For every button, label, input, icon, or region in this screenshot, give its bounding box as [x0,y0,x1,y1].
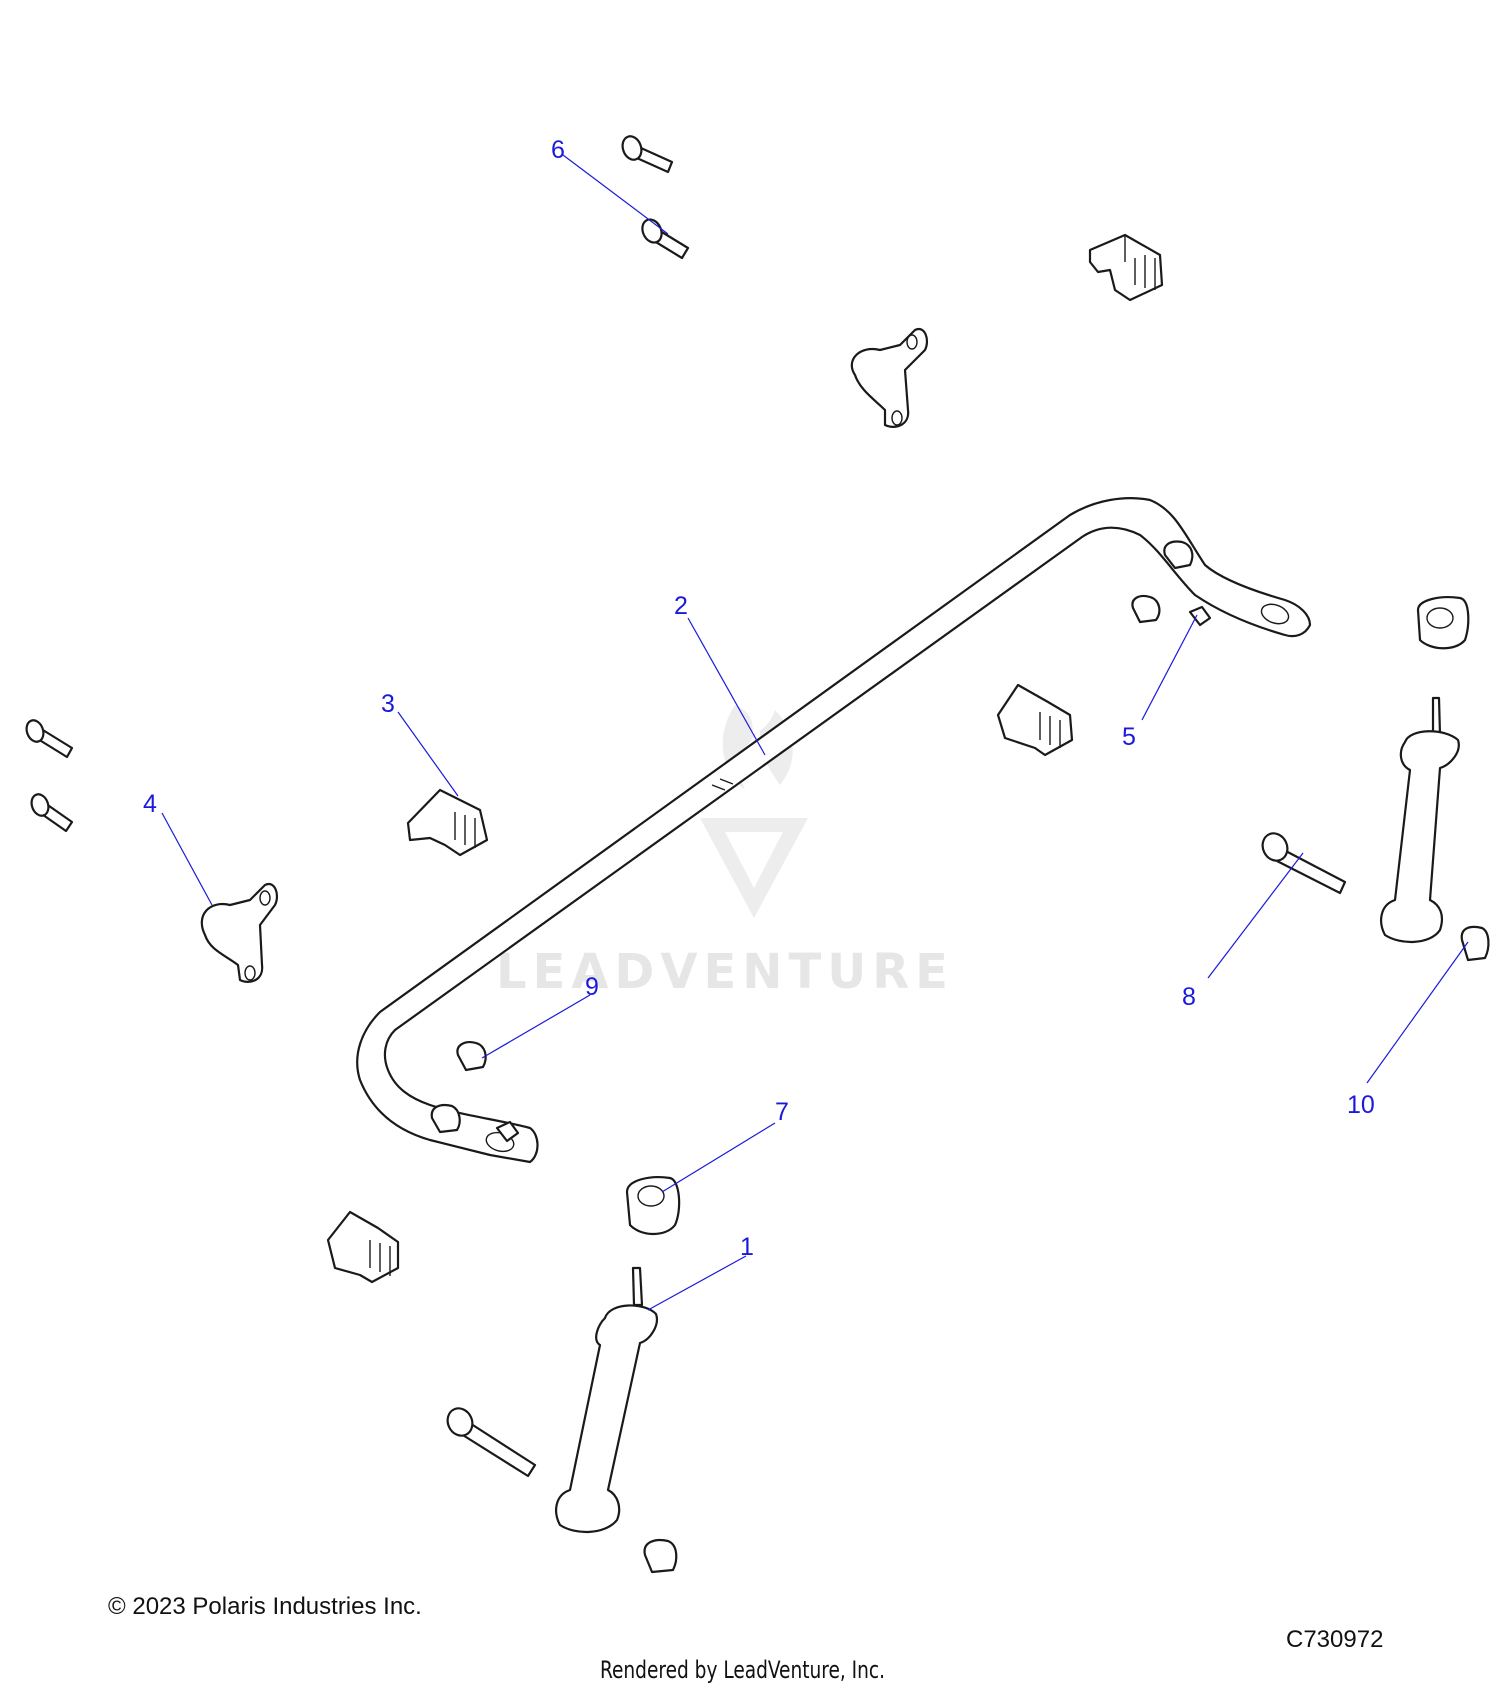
leader-4 [161,812,213,906]
nut-left-upper [456,1041,487,1072]
callout-9[interactable]: 9 [585,973,599,1001]
leader-lines [161,154,1469,1311]
bolt-right [1261,832,1347,895]
watermark-text: LEADVENTURE [496,944,954,1000]
callout-8[interactable]: 8 [1182,983,1196,1011]
leader-3 [397,711,459,797]
leader-9 [481,994,591,1059]
callout-5[interactable]: 5 [1122,723,1136,751]
leader-5 [1141,614,1198,721]
bushing-left [406,788,489,857]
bushing-large-center [625,1176,681,1236]
bolt-upper-1 [621,135,674,174]
bushing-large-right [1416,596,1470,650]
nut-right-lower [1131,594,1161,624]
bolt-left-lower [30,793,74,833]
bolt-lower-left [446,1407,537,1478]
bushing-upper-right [1088,233,1164,302]
copyright-text: © 2023 Polaris Industries Inc. [108,1593,422,1620]
bolt-left-upper [25,719,74,759]
pin-right [1188,605,1212,627]
end-link-right [1380,696,1460,944]
bushing-middle-right [996,683,1074,757]
diagram-code: C730972 [1286,1626,1384,1653]
leader-6 [562,154,669,235]
nut-left-lower [430,1103,461,1134]
pin-left [495,1120,520,1143]
clamp-left [200,882,279,983]
bolt-upper-2 [641,218,690,260]
sway-bar [356,497,1312,1164]
callout-2[interactable]: 2 [674,592,688,620]
end-link-center [555,1266,658,1534]
callouts: 6 2 3 4 5 8 9 7 10 1 [143,136,1375,1261]
callout-6[interactable]: 6 [551,136,565,164]
nut-bottom [643,1538,678,1574]
watermark: LEADVENTURE [496,705,954,1000]
watermark-v-icon [700,818,808,918]
callout-7[interactable]: 7 [775,1098,789,1126]
leader-10 [1366,941,1469,1084]
clamp-upper [850,327,929,428]
callout-4[interactable]: 4 [143,790,157,818]
callout-3[interactable]: 3 [381,690,395,718]
rendered-by-text: Rendered by LeadVenture, Inc. [600,1656,886,1684]
leader-1 [647,1255,747,1311]
nut-right-lower-link [1460,925,1490,962]
leader-8 [1207,852,1304,979]
nut-right-upper [1163,540,1194,570]
leader-2 [687,617,766,756]
callout-1[interactable]: 1 [740,1233,754,1261]
leader-7 [661,1122,776,1193]
callout-10[interactable]: 10 [1347,1091,1375,1119]
bushing-lower-left [326,1210,400,1284]
